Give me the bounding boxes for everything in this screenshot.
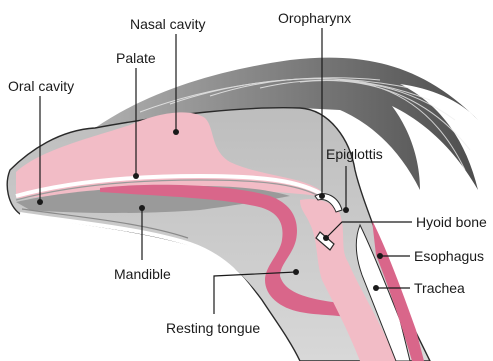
dot-mandible xyxy=(139,205,145,211)
label-resting-tongue: Resting tongue xyxy=(166,320,260,336)
dot-nasal-cavity xyxy=(173,129,179,135)
dot-palate xyxy=(133,173,139,179)
label-oral-cavity: Oral cavity xyxy=(8,78,74,94)
label-nasal-cavity: Nasal cavity xyxy=(130,16,205,32)
label-palate: Palate xyxy=(116,50,156,66)
dot-oropharynx xyxy=(319,193,325,199)
label-esophagus: Esophagus xyxy=(414,248,484,264)
dot-epiglottis xyxy=(343,207,349,213)
label-mandible: Mandible xyxy=(114,266,171,282)
dot-oral-cavity xyxy=(37,199,43,205)
dot-resting-tongue xyxy=(293,269,299,275)
dot-hyoid-bone xyxy=(323,235,329,241)
label-oropharynx: Oropharynx xyxy=(278,10,351,26)
label-hyoid-bone: Hyoid bone xyxy=(416,214,487,230)
dot-esophagus xyxy=(377,253,383,259)
label-trachea: Trachea xyxy=(414,280,465,296)
dot-trachea xyxy=(373,285,379,291)
label-epiglottis: Epiglottis xyxy=(326,146,383,162)
